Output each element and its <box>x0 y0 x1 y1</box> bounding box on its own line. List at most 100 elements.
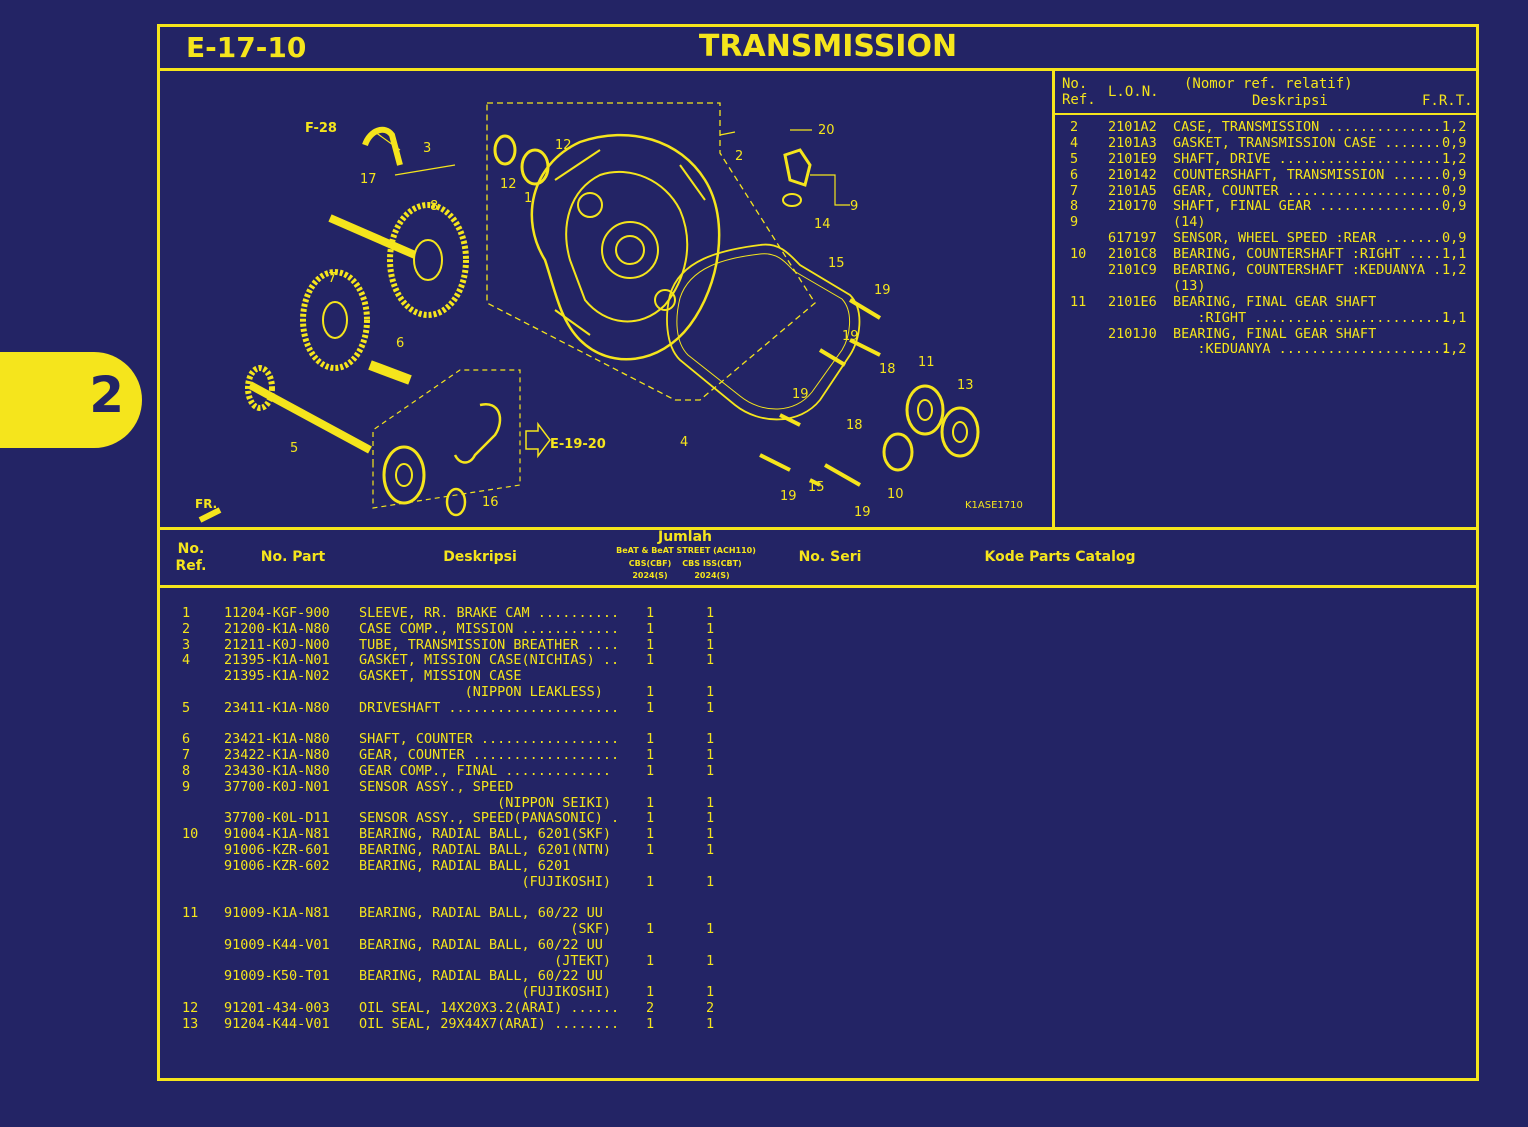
ref-cell-frt: 0,9 <box>1442 182 1467 199</box>
section-tab[interactable]: 2 <box>0 352 142 448</box>
parts-cell-desc: (SKF) <box>359 920 611 937</box>
parts-cell-q2: 1 <box>706 1015 715 1032</box>
parts-cell-q1: 1 <box>646 841 655 858</box>
parts-cell-q1: 1 <box>646 984 655 1001</box>
ref-cell-frt: 1,2 <box>1442 262 1467 279</box>
pt-header-jumlah: Jumlah <box>658 529 712 545</box>
ref-cell-ref: 10 <box>1070 246 1087 263</box>
parts-cell-ref: 10 <box>182 826 199 843</box>
callout-label: 19 <box>780 489 797 504</box>
parts-cell-ref: 3 <box>182 636 191 653</box>
parts-cell-desc: (JTEKT) <box>359 952 611 969</box>
parts-cell-desc: GASKET, MISSION CASE(NICHIAS) .. <box>359 652 620 669</box>
ref-cell-ref: 7 <box>1070 182 1079 199</box>
ref-cell-frt: 1,1 <box>1442 309 1467 326</box>
parts-cell-desc: (NIPPON LEAKLESS) <box>359 683 603 700</box>
callout-label: 20 <box>818 123 835 138</box>
parts-cell-desc: SHAFT, COUNTER ................. <box>359 731 620 748</box>
parts-cell-q2: 1 <box>706 683 715 700</box>
parts-cell-q1: 1 <box>646 683 655 700</box>
callout-label: E-19-20 <box>550 437 606 452</box>
ref-cell-ref: 5 <box>1070 150 1079 167</box>
rt-header-desc-note: (Nomor ref. relatif) <box>1184 76 1353 92</box>
parts-cell-part: 91006-KZR-601 <box>224 841 330 858</box>
ref-cell-desc: (13) <box>1173 277 1206 294</box>
callout-label: 4 <box>680 435 688 450</box>
ref-cell-frt: 0,9 <box>1442 134 1467 151</box>
table-top-divider <box>160 527 1476 530</box>
page-title: TRANSMISSION <box>698 29 958 64</box>
ref-cell-ref: 11 <box>1070 293 1087 310</box>
parts-cell-desc: BEARING, RADIAL BALL, 6201(NTN) <box>359 841 611 858</box>
section-tab-number: 2 <box>89 366 124 424</box>
ref-cell-lon: 210142 <box>1108 166 1157 183</box>
parts-cell-q1: 1 <box>646 1015 655 1032</box>
callout-label: 1 <box>524 191 532 206</box>
callout-label: 16 <box>482 495 499 510</box>
callout-label: 5 <box>290 441 298 456</box>
parts-cell-desc: BEARING, RADIAL BALL, 60/22 UU <box>359 905 603 922</box>
ref-cell-lon: 2101J0 <box>1108 325 1157 342</box>
ref-cell-lon: 2101C9 <box>1108 262 1157 279</box>
parts-cell-q2: 1 <box>706 826 715 843</box>
callout-label: 14 <box>814 217 831 232</box>
parts-cell-desc: OIL SEAL, 14X20X3.2(ARAI) ...... <box>359 999 620 1016</box>
parts-cell-ref: 12 <box>182 999 199 1016</box>
parts-cell-part: 21211-K0J-N00 <box>224 636 330 653</box>
ref-cell-lon: 210170 <box>1108 198 1157 215</box>
callout-label: 19 <box>842 329 859 344</box>
ref-cell-desc: GASKET, TRANSMISSION CASE ....... <box>1173 134 1442 151</box>
ref-cell-desc: BEARING, FINAL GEAR SHAFT <box>1173 293 1377 310</box>
callout-label: 15 <box>808 480 825 495</box>
parts-cell-desc: SLEEVE, RR. BRAKE CAM .......... <box>359 605 620 621</box>
parts-cell-ref: 4 <box>182 652 191 669</box>
parts-cell-q2: 1 <box>706 747 715 764</box>
ref-cell-ref: 2 <box>1070 119 1079 135</box>
parts-cell-ref: 8 <box>182 762 191 779</box>
ref-table-row: 9(14) <box>1060 214 1470 230</box>
ref-cell-desc: :KEDUANYA ..................... <box>1173 341 1450 358</box>
parts-cell-part: 23430-K1A-N80 <box>224 762 330 779</box>
pt-header-no-seri: No. Seri <box>798 549 862 565</box>
ref-table-row: 8 210170 SHAFT, FINAL GEAR ...............… <box>1060 198 1470 214</box>
parts-cell-desc: GEAR COMP., FINAL ............. <box>359 762 611 779</box>
rt-header-lon: L.O.N. <box>1108 84 1159 100</box>
callout-label: 19 <box>874 283 891 298</box>
parts-cell-desc: DRIVESHAFT ..................... <box>359 699 620 716</box>
ref-cell-ref: 8 <box>1070 198 1079 215</box>
parts-cell-q1: 1 <box>646 652 655 669</box>
ref-cell-lon: 2101E6 <box>1108 293 1157 310</box>
parts-cell-q2: 2 <box>706 999 715 1016</box>
pt-header-no-ref: No. Ref. <box>175 541 207 574</box>
callout-label: 8 <box>430 199 438 214</box>
ref-cell-frt: 0,9 <box>1442 166 1467 183</box>
parts-cell-q2: 1 <box>706 794 715 811</box>
callout-label: 11 <box>918 355 935 370</box>
ref-cell-desc: BEARING, COUNTERSHAFT :KEDUANYA . <box>1173 262 1442 279</box>
parts-cell-q2: 1 <box>706 762 715 779</box>
parts-cell-q1: 1 <box>646 636 655 653</box>
parts-cell-desc: (FUJIKOSHI) <box>359 873 611 890</box>
parts-cell-desc: GEAR, COUNTER .................. <box>359 747 620 764</box>
callout-label: 13 <box>957 378 974 393</box>
callout-label: F-28 <box>305 121 337 136</box>
parts-cell-part: 37700-K0J-N01 <box>224 778 330 795</box>
ref-cell-lon: 2101C8 <box>1108 246 1157 263</box>
ref-cell-desc: SHAFT, FINAL GEAR ............... <box>1173 198 1442 215</box>
ref-cell-lon: 617197 <box>1108 230 1157 247</box>
pt-header-col2: CBS ISS(CBT) 2024(S) <box>682 559 742 580</box>
parts-cell-desc: SENSOR ASSY., SPEED <box>359 778 514 795</box>
parts-cell-desc: GASKET, MISSION CASE <box>359 668 522 685</box>
parts-cell-part: 91004-K1A-N81 <box>224 826 330 843</box>
